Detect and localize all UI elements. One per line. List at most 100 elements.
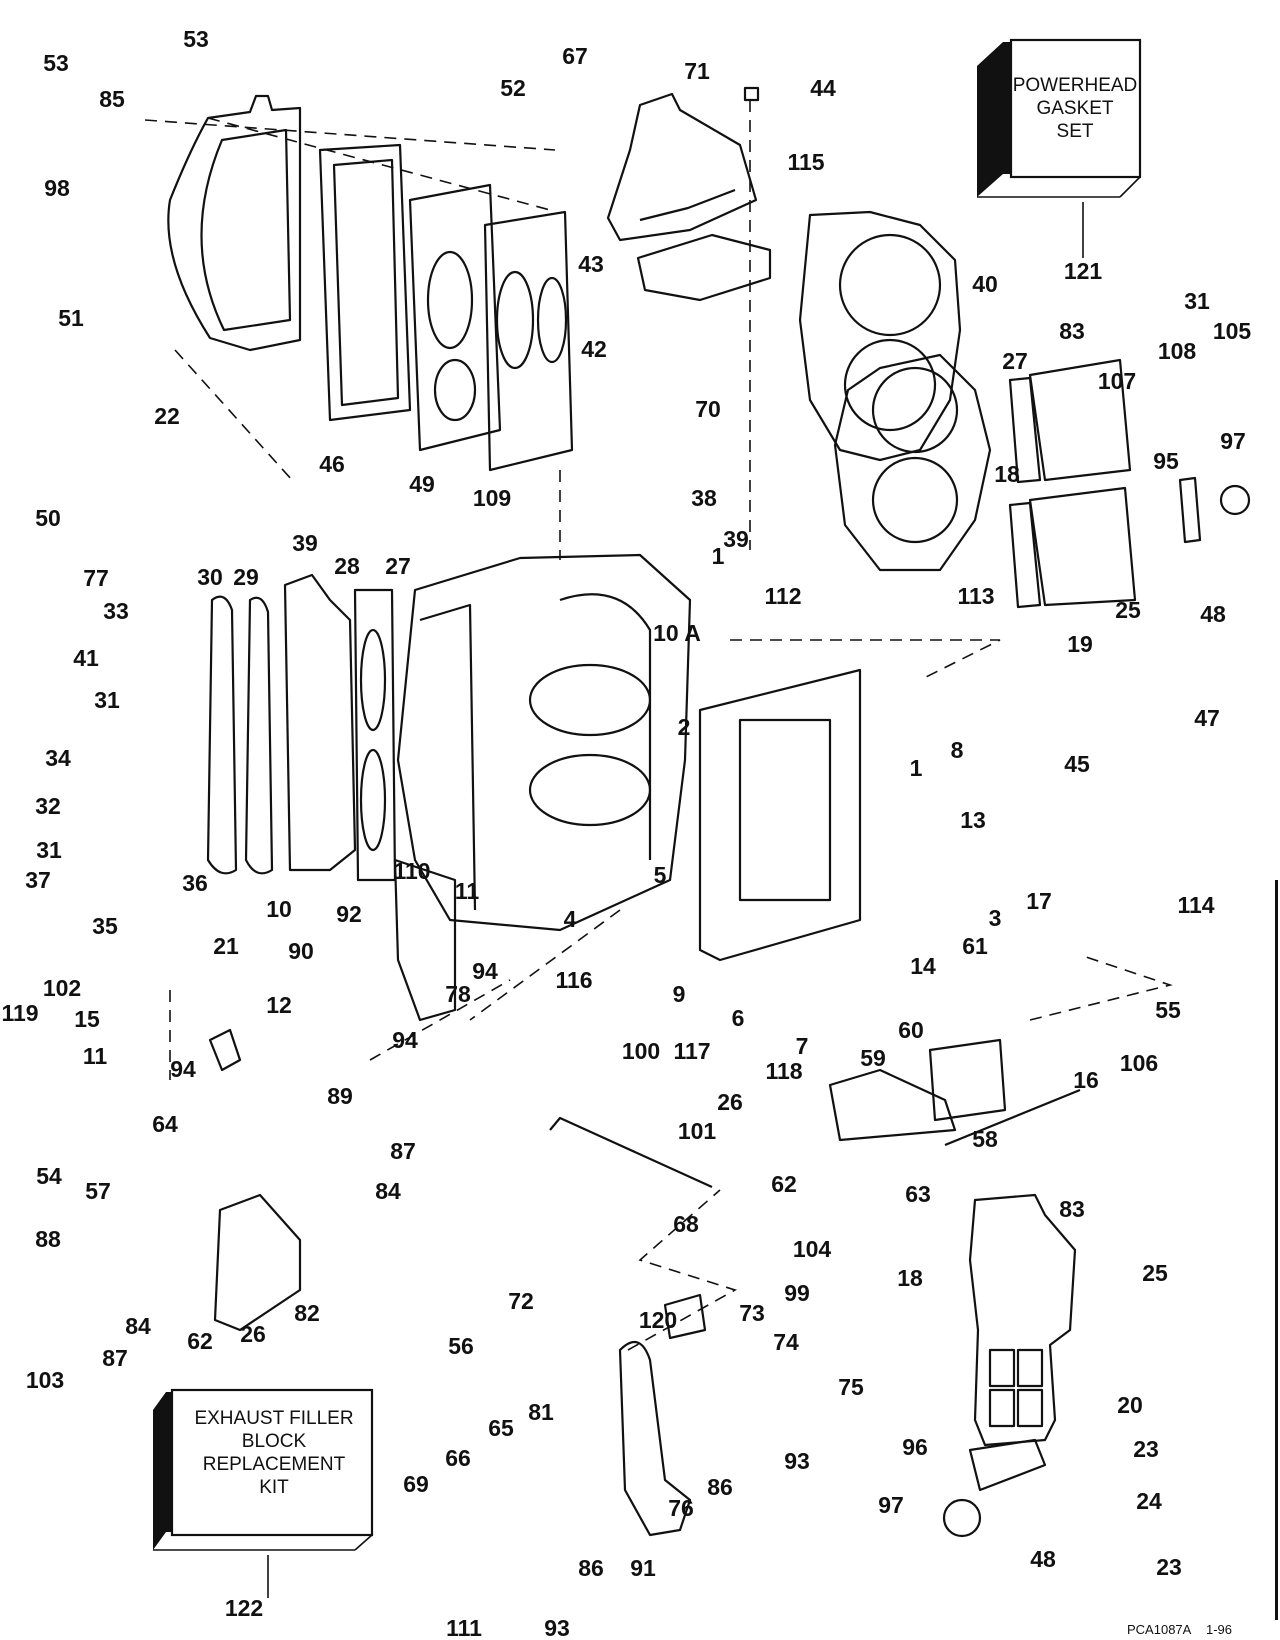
part-callout-50: 50 [35,505,61,531]
part-callout-64: 64 [152,1111,178,1137]
part-callout-108: 108 [1158,338,1197,364]
part-callout-104: 104 [793,1236,832,1262]
part-callout-90: 90 [288,938,314,964]
part-callout-114: 114 [1177,892,1214,918]
part-callout-119: 119 [1,1000,38,1026]
part-callout-10: 10 [266,896,292,922]
lower-left-bracket [169,858,1173,1332]
part-callout-72: 72 [508,1288,534,1314]
cylinder-head [798,210,992,572]
side-plates [206,573,397,882]
part-callout-33: 33 [103,598,129,624]
kit-text-line: BLOCK [242,1431,307,1452]
part-callout-31: 31 [94,687,120,713]
part-callout-44: 44 [810,75,836,101]
part-callout-63: 63 [905,1181,931,1207]
part-callout-93: 93 [544,1615,570,1640]
part-callout-56: 56 [448,1333,474,1359]
part-callout-66: 66 [445,1445,471,1471]
part-callout-15: 15 [74,1006,100,1032]
part-callout-2: 2 [678,714,691,740]
part-callout-36: 36 [182,870,208,896]
part-callout-57: 57 [85,1178,111,1204]
crankcase-block [396,470,1001,1021]
part-callout-11: 11 [83,1043,108,1069]
part-callout-88: 88 [35,1226,61,1252]
part-callout-97: 97 [1220,428,1246,454]
part-callout-11: 11 [455,878,480,904]
part-callout-22: 22 [154,403,180,429]
part-callout-12: 12 [266,992,292,1018]
part-callout-62: 62 [187,1328,213,1354]
part-callout-75: 75 [838,1374,864,1400]
part-callout-94: 94 [472,958,498,984]
part-callout-62: 62 [771,1171,797,1197]
part-callout-32: 32 [35,793,61,819]
part-callout-30: 30 [197,564,223,590]
part-callout-40: 40 [972,271,998,297]
part-callout-1: 1 [712,543,725,569]
part-callout-7: 7 [796,1033,809,1059]
part-callout-47: 47 [1194,705,1220,731]
throttle-arm [549,1116,738,1537]
part-callout-86: 86 [707,1474,733,1500]
part-callout-67: 67 [562,43,588,69]
kit-text-line: KIT [259,1477,289,1498]
part-callout-60: 60 [898,1017,924,1043]
part-callout-103: 103 [26,1367,64,1393]
part-callout-26: 26 [240,1321,266,1347]
part-callout-116: 116 [555,967,592,993]
part-callout-112: 112 [764,583,801,609]
part-callout-61: 61 [962,933,988,959]
part-callout-39: 39 [292,530,318,556]
part-callout-27: 27 [1002,348,1028,374]
exhaust-cover-assembly [144,94,574,481]
part-callout-31: 31 [1184,288,1210,314]
part-callout-1: 1 [910,755,923,781]
part-callout-96: 96 [902,1434,928,1460]
part-callout-6: 6 [732,1005,745,1031]
part-callout-53: 53 [183,26,209,52]
part-callout-68: 68 [673,1211,699,1237]
part-callout-35: 35 [92,913,118,939]
part-callout-28: 28 [334,553,360,579]
part-callout-109: 109 [473,485,511,511]
part-callout-69: 69 [403,1471,429,1497]
part-callout-26: 26 [717,1089,743,1115]
part-callout-100: 100 [622,1038,660,1064]
powerhead-gasket-set-kit: POWERHEAD GASKET SET [977,38,1142,258]
kit-text-line: EXHAUST FILLER [194,1408,353,1429]
part-callout-14: 14 [910,953,936,979]
part-callout-120: 120 [639,1307,677,1333]
kit-text-line: GASKET [1036,98,1113,119]
part-callout-21: 21 [213,933,239,959]
part-callout-16: 16 [1073,1067,1099,1093]
part-callout-42: 42 [581,336,607,362]
part-callout-73: 73 [739,1300,765,1326]
part-callout-77: 77 [83,565,109,591]
drawing-id: PCA1087A [1127,1622,1192,1637]
part-callout-78: 78 [445,981,471,1007]
page-edge-line [1275,880,1278,1620]
part-callout-24: 24 [1136,1488,1162,1514]
part-callout-3: 3 [989,905,1002,931]
part-callout-5: 5 [654,862,667,888]
part-callout-20: 20 [1117,1392,1143,1418]
part-callout-52: 52 [500,75,526,101]
part-callout-46: 46 [319,451,345,477]
part-callout-19: 19 [1067,631,1093,657]
part-callout-25: 25 [1115,597,1141,623]
part-callout-37: 37 [25,867,51,893]
part-callout-89: 89 [327,1083,353,1109]
kit-text-line: REPLACEMENT [203,1454,346,1475]
part-callout-18: 18 [897,1265,923,1291]
part-callout-17: 17 [1026,888,1052,914]
part-callout-34: 34 [45,745,71,771]
part-callout-74: 74 [773,1329,799,1355]
part-callout-115: 115 [787,149,824,175]
drawing-date: 1-96 [1206,1622,1232,1637]
part-callout-86: 86 [578,1555,604,1581]
intake-manifold [942,1193,1077,1538]
